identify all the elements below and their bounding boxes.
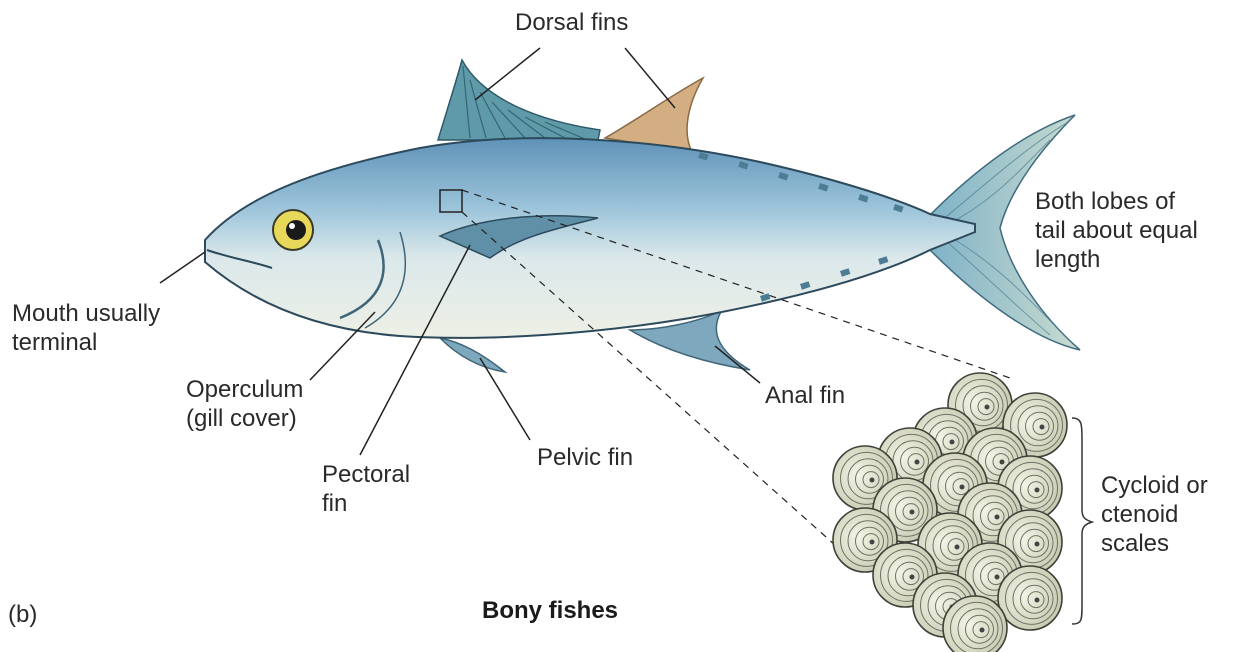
label-pelvic-fin: Pelvic fin — [537, 443, 633, 472]
scale-icon — [943, 596, 1007, 652]
label-tail-line: Both lobes of — [1035, 187, 1198, 216]
figure-caption: Bony fishes — [482, 597, 618, 625]
scale-icon — [998, 566, 1062, 630]
label-tail-line: tail about equal — [1035, 216, 1198, 245]
label-scales: Cycloid or ctenoid scales — [1101, 471, 1208, 558]
pelvic-fin-shape — [440, 338, 505, 372]
label-pectoral: Pectoral fin — [322, 460, 410, 518]
label-tail: Both lobes of tail about equal length — [1035, 187, 1198, 274]
label-mouth: Mouth usually terminal — [12, 299, 160, 357]
label-mouth-line: terminal — [12, 328, 160, 357]
first-dorsal-fin — [438, 60, 600, 140]
scales-cluster — [833, 373, 1067, 652]
label-scales-line: Cycloid or — [1101, 471, 1208, 500]
label-operculum-line: (gill cover) — [186, 404, 303, 433]
scales-bracket — [1072, 418, 1092, 624]
label-dorsal-fins: Dorsal fins — [515, 8, 628, 37]
label-mouth-line: Mouth usually — [12, 299, 160, 328]
label-anal-fin: Anal fin — [765, 381, 845, 410]
label-scales-line: ctenoid — [1101, 500, 1208, 529]
label-operculum: Operculum (gill cover) — [186, 375, 303, 433]
label-tail-line: length — [1035, 245, 1198, 274]
label-pectoral-line: Pectoral — [322, 460, 410, 489]
fish-body — [205, 138, 975, 338]
panel-letter: (b) — [8, 600, 37, 629]
label-pectoral-line: fin — [322, 489, 410, 518]
label-scales-line: scales — [1101, 529, 1208, 558]
label-operculum-line: Operculum — [186, 375, 303, 404]
